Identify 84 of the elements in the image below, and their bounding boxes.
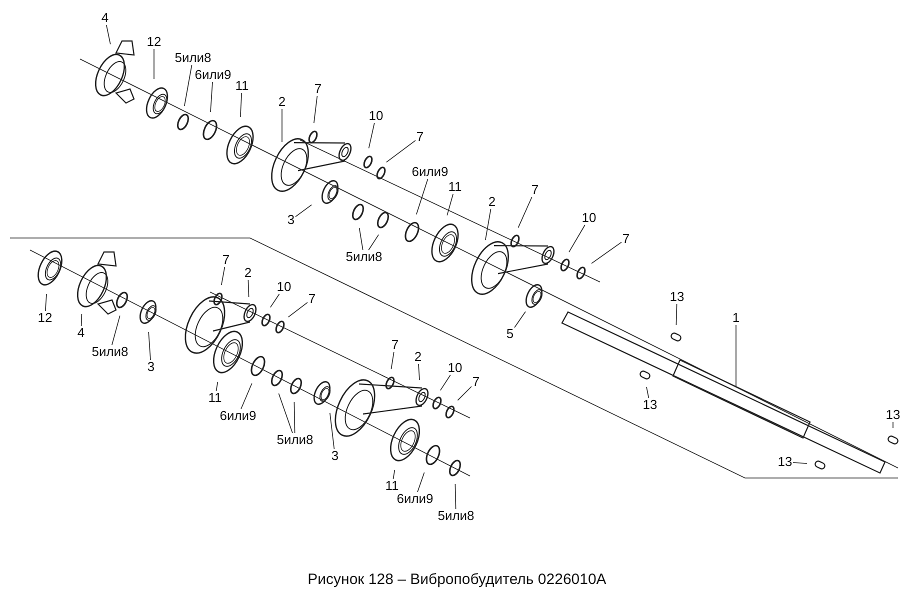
callout-number: 5или8 xyxy=(346,250,382,264)
callout-number: 5или8 xyxy=(174,51,212,65)
callout-number: 12 xyxy=(146,35,162,49)
leader-line xyxy=(392,470,396,480)
callout-number: 2 xyxy=(278,95,286,109)
leader-line xyxy=(368,122,375,149)
callout-number: 13 xyxy=(886,408,900,422)
leader-line xyxy=(278,393,293,434)
callout-number: 6или9 xyxy=(194,68,232,82)
callout-number: 10 xyxy=(276,280,292,294)
callout-number: 7 xyxy=(531,183,539,197)
leader-line xyxy=(418,364,420,380)
leader-line xyxy=(45,294,47,312)
leader-line xyxy=(295,204,312,218)
callout-number: 11 xyxy=(385,479,399,493)
callout-number: 11 xyxy=(208,391,222,405)
leader-line xyxy=(454,484,456,510)
leader-line xyxy=(112,315,120,346)
leader-line xyxy=(314,96,318,124)
leader-line xyxy=(485,208,492,240)
callout-number: 12 xyxy=(38,311,52,325)
callout-number: 11 xyxy=(448,180,462,194)
callout-number: 3 xyxy=(287,213,295,227)
leader-line xyxy=(240,92,242,118)
leader-line xyxy=(390,352,394,370)
leader-line xyxy=(358,228,364,250)
leader-line xyxy=(446,194,454,216)
leader-line xyxy=(416,178,428,215)
callout-number: 6или9 xyxy=(396,492,434,506)
leader-line xyxy=(210,82,213,112)
callout-number: 10 xyxy=(448,361,462,375)
callout-number: 7 xyxy=(416,130,424,144)
leader-line xyxy=(792,462,808,464)
leader-line xyxy=(568,224,586,252)
callout-number: 1 xyxy=(732,311,740,325)
callout-number: 7 xyxy=(222,253,230,267)
callout-number: 7 xyxy=(308,292,316,306)
leader-line xyxy=(288,302,308,318)
leader-line xyxy=(106,24,111,45)
callout-number: 11 xyxy=(235,79,249,93)
callout-number: 5или8 xyxy=(438,509,474,523)
callout-number: 13 xyxy=(642,398,658,412)
leader-line xyxy=(148,332,151,360)
callout-number: 4 xyxy=(101,11,109,25)
figure-caption: Рисунок 128 – Вибропобудитель 0226010А xyxy=(308,571,606,588)
callout-number: 13 xyxy=(778,455,792,469)
leader-line xyxy=(386,140,416,163)
leader-line xyxy=(457,386,472,401)
leader-line xyxy=(646,386,650,398)
leader-line xyxy=(184,64,192,106)
callout-number: 7 xyxy=(314,82,322,96)
callout-number: 2 xyxy=(244,266,252,280)
leader-line xyxy=(221,266,226,286)
leader-line xyxy=(294,402,296,434)
callout-number: 2 xyxy=(414,350,422,364)
leader-line xyxy=(440,374,451,391)
leader-line xyxy=(368,234,379,250)
callout-number: 4 xyxy=(77,326,85,340)
leader-line xyxy=(248,280,250,298)
leader-line xyxy=(270,294,280,308)
callout-number: 3 xyxy=(331,449,339,463)
callout-number: 10 xyxy=(582,211,596,225)
leader-line xyxy=(216,382,218,392)
callout-number: 13 xyxy=(670,290,684,304)
leader-line xyxy=(417,472,425,492)
callout-number: 7 xyxy=(391,338,399,352)
leader-line xyxy=(591,242,622,264)
callout-number: 5 xyxy=(506,327,514,341)
callout-number: 7 xyxy=(472,375,480,389)
callout-number: 7 xyxy=(622,232,630,246)
callout-number: 3 xyxy=(147,360,155,374)
callout-number: 2 xyxy=(488,195,496,209)
leader-line xyxy=(80,314,82,326)
callout-number: 5или8 xyxy=(276,433,314,447)
callout-number: 6или9 xyxy=(412,165,448,179)
leader-line xyxy=(892,422,894,428)
callout-number: 10 xyxy=(368,109,384,123)
leader-line xyxy=(518,196,532,228)
leader-line xyxy=(514,311,526,328)
callout-number: 6или9 xyxy=(220,409,256,423)
callout-number: 5или8 xyxy=(92,345,128,359)
leader-line xyxy=(330,412,335,450)
leader-line xyxy=(676,304,678,326)
leader-line xyxy=(240,383,252,410)
